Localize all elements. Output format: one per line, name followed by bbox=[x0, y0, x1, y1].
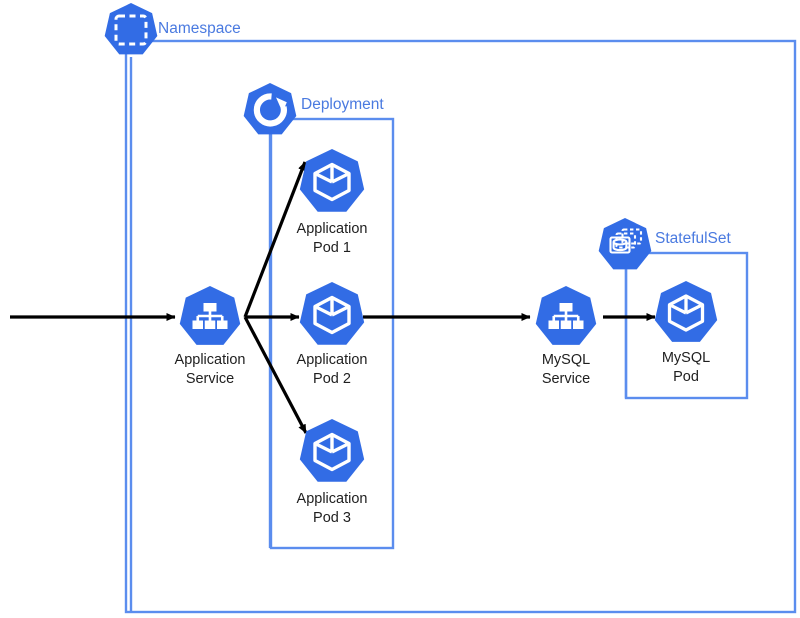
statefulset-stack-glyph bbox=[609, 228, 643, 254]
deployment-rotate-glyph bbox=[253, 93, 287, 127]
svg-text:Pod 1: Pod 1 bbox=[313, 240, 351, 256]
namespace-icon bbox=[104, 3, 158, 55]
service-network-tree-glyph bbox=[548, 303, 584, 329]
deployment-group-label: Deployment bbox=[301, 96, 384, 113]
pod-cube-glyph bbox=[313, 162, 351, 202]
application-pod-2-icon bbox=[299, 282, 365, 345]
group-boxes bbox=[124, 39, 797, 614]
application-service-label: Application Service bbox=[175, 352, 246, 387]
deployment-icon bbox=[243, 83, 297, 135]
group-stems bbox=[129, 57, 628, 612]
application-pod-1-label: Application Pod 1 bbox=[297, 221, 368, 256]
svg-text:Service: Service bbox=[542, 371, 590, 387]
pod-cube-glyph bbox=[667, 294, 705, 332]
mysql-pod-icon bbox=[654, 281, 718, 342]
svg-text:Application: Application bbox=[297, 221, 368, 237]
svg-text:Service: Service bbox=[186, 371, 234, 387]
namespace-group-box bbox=[124, 39, 797, 614]
mysql-pod-label: MySQL Pod bbox=[662, 350, 710, 385]
application-service-icon bbox=[179, 286, 241, 345]
connectors bbox=[10, 161, 656, 434]
svg-text:Application: Application bbox=[175, 352, 246, 368]
application-pod-3-label: Application Pod 3 bbox=[297, 491, 368, 526]
svg-text:Pod: Pod bbox=[673, 369, 699, 385]
statefulset-group-label: StatefulSet bbox=[655, 230, 732, 247]
pod-cube-glyph bbox=[313, 432, 351, 472]
application-pod-3-icon bbox=[299, 419, 365, 482]
application-pod-1-icon bbox=[299, 149, 365, 212]
svg-text:MySQL: MySQL bbox=[542, 352, 590, 368]
namespace-group-label: Namespace bbox=[158, 20, 241, 37]
statefulset-icon bbox=[598, 218, 652, 270]
namespace-dashed-square-glyph bbox=[114, 14, 148, 46]
connector-application-service-to-pod-3 bbox=[243, 316, 308, 434]
application-pod-2-label: Application Pod 2 bbox=[297, 352, 368, 387]
svg-text:Pod 3: Pod 3 bbox=[313, 510, 351, 526]
service-network-tree-glyph bbox=[192, 303, 228, 329]
svg-text:Application: Application bbox=[297, 491, 368, 507]
svg-text:Application: Application bbox=[297, 352, 368, 368]
svg-text:MySQL: MySQL bbox=[662, 350, 710, 366]
connector-application-service-to-pod-1 bbox=[243, 161, 307, 318]
mysql-service-icon bbox=[535, 286, 597, 345]
svg-text:Pod 2: Pod 2 bbox=[313, 371, 351, 387]
mysql-service-label: MySQL Service bbox=[542, 352, 590, 387]
pod-cube-glyph bbox=[313, 295, 351, 335]
